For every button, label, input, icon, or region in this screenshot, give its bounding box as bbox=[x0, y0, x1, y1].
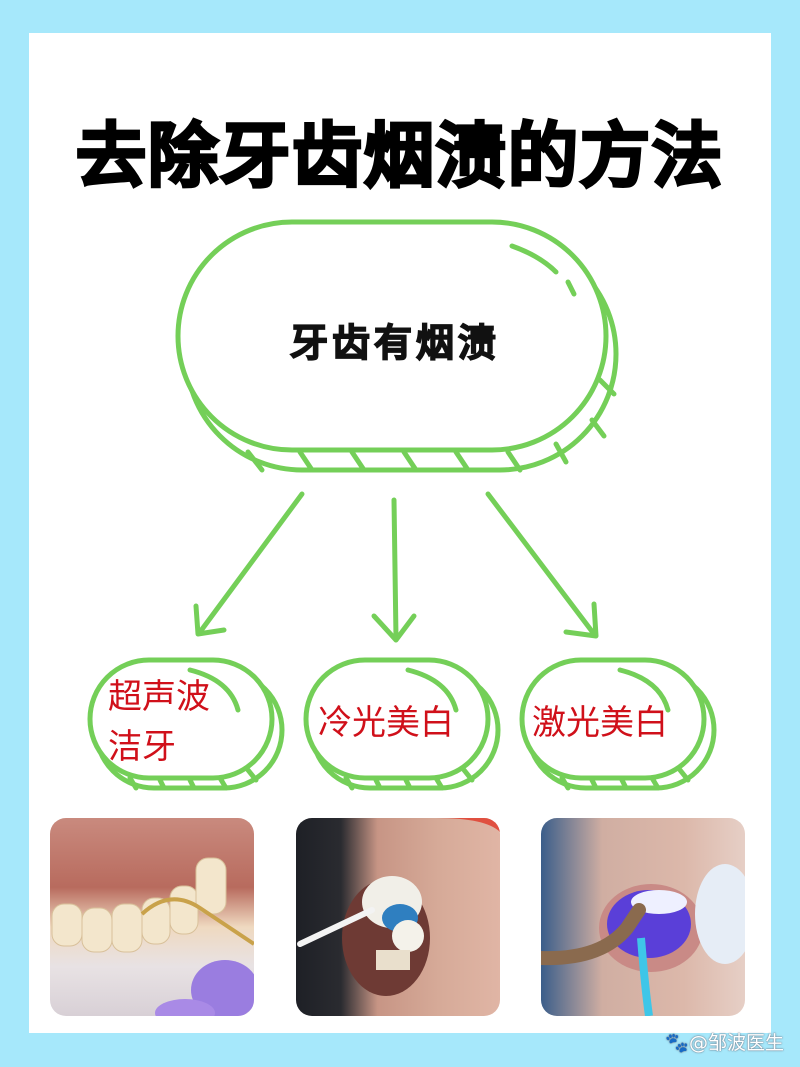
child-node-shape-3 bbox=[519, 657, 717, 791]
laser-whitening-photo bbox=[541, 818, 745, 1016]
arrow-to-laser-icon bbox=[485, 491, 599, 639]
child-node-shape-1 bbox=[87, 657, 285, 791]
cold-light-whitening-photo bbox=[296, 818, 500, 1016]
baidu-paw-icon: 🐾 bbox=[665, 1032, 689, 1054]
root-node-label: 牙齿有烟渍 bbox=[289, 320, 500, 366]
child-node-shape-2 bbox=[303, 657, 501, 791]
child-node-label-laser: 激光美白 bbox=[532, 703, 668, 743]
blue-light-illustration bbox=[541, 864, 745, 1016]
child-label-line1: 超声波 bbox=[108, 677, 210, 717]
watermark: 🐾@邹波医生 bbox=[665, 1028, 784, 1055]
ultrasonic-scaling-photo bbox=[50, 818, 254, 1016]
child-node-label-cold-light: 冷光美白 bbox=[318, 703, 454, 743]
watermark-text: @邹波医生 bbox=[688, 1032, 784, 1054]
child-node-label-ultrasonic: 超声波 洁牙 bbox=[108, 672, 210, 772]
arrow-to-cold-light-icon bbox=[371, 497, 417, 643]
page-title: 去除牙齿烟渍的方法 bbox=[75, 114, 724, 199]
teeth-scaler-illustration bbox=[51, 857, 254, 1016]
child-label-line2: 洁牙 bbox=[108, 727, 176, 767]
arrow-to-ultrasonic-icon bbox=[193, 491, 305, 637]
root-node-shape bbox=[175, 219, 619, 473]
whitening-gel-illustration bbox=[297, 818, 500, 996]
